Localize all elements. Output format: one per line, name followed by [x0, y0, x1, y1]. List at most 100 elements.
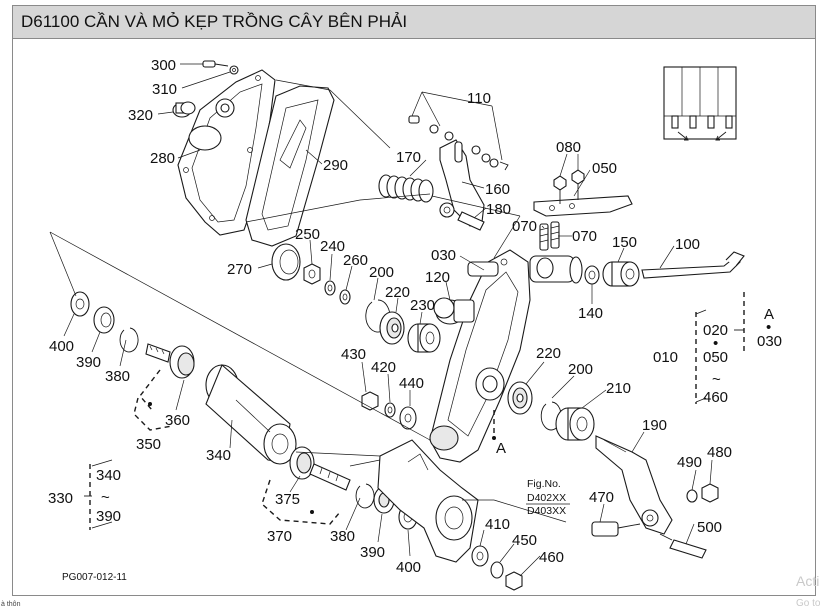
nut-430-drawing — [361, 391, 379, 411]
plug-320-drawing — [172, 101, 196, 118]
arm-030-drawing — [429, 249, 583, 463]
label-150: 150 — [612, 234, 637, 251]
label-070-left: 070 — [512, 218, 537, 235]
shaft-360-drawing — [145, 343, 195, 379]
label-340: 340 — [206, 447, 231, 464]
label-160: 160 — [485, 181, 510, 198]
dot-A: • — [766, 319, 771, 336]
label-080: 080 — [556, 139, 581, 156]
rod-100-drawing — [641, 251, 745, 279]
label-A-range: A — [764, 306, 774, 323]
label-380-lower: 380 — [330, 528, 355, 545]
housing-lower-drawing — [377, 439, 479, 563]
bushing-150-drawing — [602, 261, 640, 287]
label-375: 375 — [275, 491, 300, 508]
label-180: 180 — [486, 201, 511, 218]
roller-120-drawing — [433, 297, 475, 325]
nut-480-drawing — [701, 483, 719, 503]
bearing-220-lower-drawing — [507, 381, 533, 415]
label-210: 210 — [606, 380, 631, 397]
page-code: PG007-012-11 — [62, 572, 127, 583]
label-070-right: 070 — [572, 228, 597, 245]
page-title: D61100 CẦN VÀ MỎ KẸP TRỒNG CÂY BÊN PHẢI — [21, 12, 408, 31]
snapring-380-lower-drawing — [355, 483, 375, 509]
washer-420-drawing — [384, 402, 396, 418]
fig-no-line2: D403XX — [527, 505, 566, 517]
label-220-lower: 220 — [536, 345, 561, 362]
label-140: 140 — [578, 305, 603, 322]
collar-210-drawing — [555, 407, 595, 441]
arm-340-drawing — [205, 364, 297, 465]
tilde-330: ~ — [101, 489, 110, 506]
leader-lines — [63, 63, 713, 577]
label-390-range: 390 — [96, 508, 121, 525]
label-280: 280 — [150, 150, 175, 167]
label-230: 230 — [410, 297, 435, 314]
spring-170-drawing — [378, 174, 434, 203]
label-320: 320 — [128, 107, 153, 124]
washer-450-drawing — [490, 561, 504, 579]
seal-390-upper-drawing — [93, 306, 115, 334]
tilde-010: ~ — [712, 371, 721, 388]
label-020: 020 — [703, 322, 728, 339]
label-050: 050 — [592, 160, 617, 177]
label-330: 330 — [48, 490, 73, 507]
label-490: 490 — [677, 454, 702, 471]
collar-230-drawing — [407, 323, 441, 353]
springs-070-drawing — [539, 221, 560, 251]
pin-500-drawing — [659, 533, 707, 559]
label-310: 310 — [152, 81, 177, 98]
label-200-lower: 200 — [568, 361, 593, 378]
watermark-line2: Go to — [796, 598, 821, 609]
title-bar: D61100 CẦN VÀ MỎ KẸP TRỒNG CÂY BÊN PHẢI — [12, 5, 816, 39]
label-360: 360 — [165, 412, 190, 429]
label-370: 370 — [267, 528, 292, 545]
label-420: 420 — [371, 359, 396, 376]
explode-lines — [49, 79, 521, 467]
fig-no-label: Fig.No. — [527, 478, 561, 490]
washer-260-drawing — [339, 289, 351, 305]
label-410: 410 — [485, 516, 510, 533]
snapring-200-lower-drawing — [540, 401, 562, 431]
label-250: 250 — [295, 226, 320, 243]
lever-190-drawing — [595, 435, 673, 535]
label-050-range: 050 — [703, 349, 728, 366]
bracket-330-dashes — [84, 459, 113, 530]
link-160-drawing — [439, 139, 485, 227]
label-120: 120 — [425, 269, 450, 286]
part-labels: 300 310 320 280 290 110 170 160 180 080 … — [48, 57, 782, 576]
snapring-380-upper-drawing — [119, 327, 139, 353]
label-A-mark: A — [496, 440, 506, 457]
dot-010: • — [713, 335, 718, 352]
nut-250-drawing — [303, 263, 321, 285]
nut-460-drawing — [505, 571, 523, 591]
label-440: 440 — [399, 375, 424, 392]
label-010: 010 — [653, 349, 678, 366]
washer-410-drawing — [471, 545, 489, 567]
label-170: 170 — [396, 149, 421, 166]
label-460: 460 — [539, 549, 564, 566]
label-220-upper: 220 — [385, 284, 410, 301]
bracket-370-dashes — [261, 479, 341, 525]
label-200-upper: 200 — [369, 264, 394, 281]
label-110: 110 — [467, 90, 491, 107]
label-240: 240 — [320, 238, 345, 255]
bracket-350-dashes — [133, 369, 173, 431]
pin-180-drawing — [457, 211, 485, 231]
screw-300-drawing — [202, 60, 239, 75]
bracket-010-dashes — [695, 292, 745, 404]
watermark-line1: Acti — [796, 573, 819, 589]
label-430: 430 — [341, 346, 366, 363]
gasket-290-drawing — [245, 85, 335, 247]
label-270: 270 — [227, 261, 252, 278]
fig-number-block: Fig.No. D402XX D403XX — [526, 478, 570, 517]
washer-440-drawing — [399, 406, 417, 430]
label-350: 350 — [136, 436, 161, 453]
label-030-range: 030 — [757, 333, 782, 350]
label-390-lower: 390 — [360, 544, 385, 561]
bracket-050-drawing — [533, 195, 633, 217]
label-190: 190 — [642, 417, 667, 434]
washer-490-drawing — [686, 489, 698, 503]
seal-270-drawing — [271, 243, 301, 281]
